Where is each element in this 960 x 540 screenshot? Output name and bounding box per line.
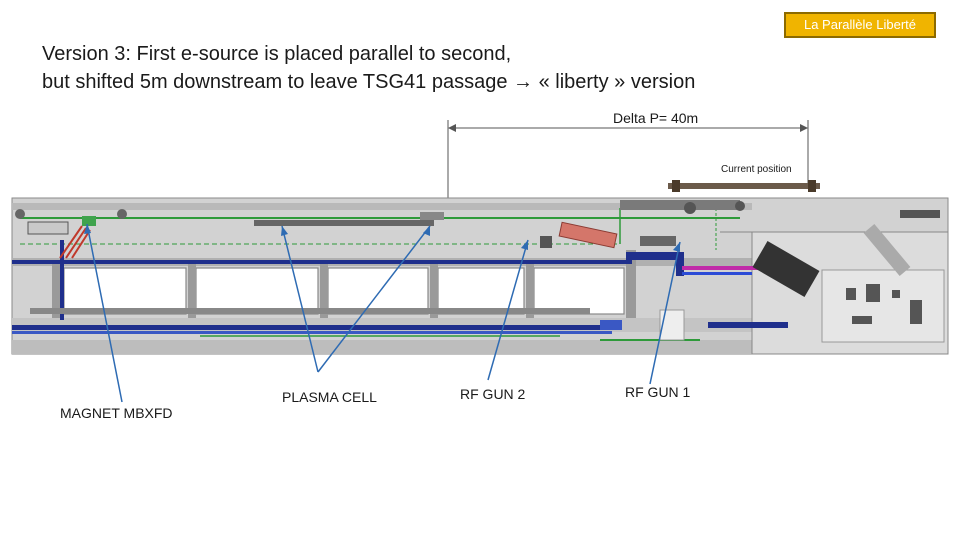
slide-title: Version 3: First e-source is placed para… [42, 40, 695, 96]
pointer-plasma-b [317, 225, 431, 373]
title-line-1: Version 3: First e-source is placed para… [42, 43, 512, 65]
magnet-mbxfd [59, 216, 96, 259]
title-line-2-suffix: « liberty » version [538, 71, 696, 93]
pointer-plasma-b-arrowhead [423, 226, 430, 236]
label-rf-gun-2: RF GUN 2 [460, 386, 526, 402]
current-position-label: Current position [721, 164, 792, 175]
delta-p-label: Delta P= 40m [613, 110, 699, 126]
label-rf-gun-1: RF GUN 1 [625, 384, 691, 400]
pointer-rfgun1-arrowhead [673, 242, 680, 252]
label-plasma-cell: PLASMA CELL [282, 389, 377, 405]
arrow-icon: → [513, 71, 534, 93]
pointer-magnet-arrowhead [84, 224, 91, 234]
title-line-2-prefix: but shifted 5m downstream to leave TSG41… [42, 71, 508, 93]
current-position-marker [668, 180, 820, 192]
beamline-components [15, 200, 940, 341]
beamline-blue [12, 240, 762, 334]
pointer-rfgun2-arrowhead [521, 240, 528, 250]
pointer-magnet [86, 223, 123, 403]
pointer-plasma-a-arrowhead [281, 226, 288, 236]
title-line-2: but shifted 5m downstream to leave TSG41… [42, 68, 695, 96]
label-magnet-mbxfd: MAGNET MBXFD [60, 405, 173, 421]
pointer-rfgun1 [649, 241, 681, 385]
beamline-green [20, 207, 740, 341]
version-badge: La Parallèle Liberté [784, 12, 936, 38]
pointer-rfgun2 [487, 239, 529, 381]
pointer-lines [86, 223, 681, 403]
pointer-plasma-a [281, 225, 319, 373]
